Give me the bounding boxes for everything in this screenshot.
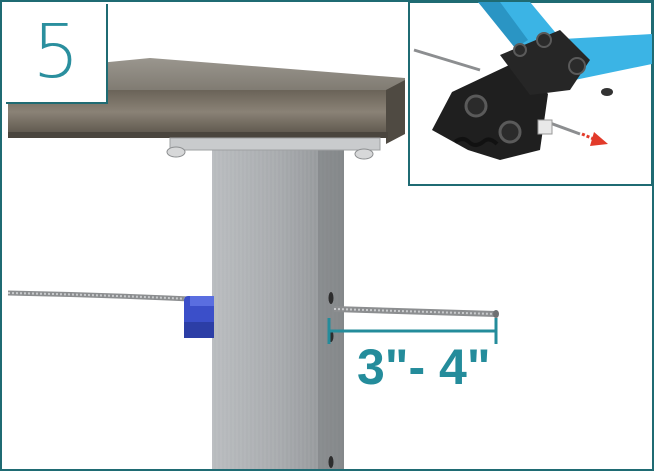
cable-clip [184, 296, 214, 338]
post-hole [328, 292, 334, 304]
post-hole [328, 456, 334, 468]
post [212, 140, 344, 471]
crimper-jaws-icon [432, 30, 613, 160]
step-number: 5 [32, 9, 80, 95]
screw-head [166, 146, 186, 158]
rail-bracket [166, 137, 381, 160]
pull-direction-arrow-icon [581, 132, 608, 146]
crimp-detail-inset [408, 1, 653, 186]
measurement-label: 3"- 4" [357, 339, 491, 395]
cable-left [7, 290, 213, 303]
step-number-box: 5 [6, 4, 108, 104]
cable-right [333, 306, 499, 318]
dimension-line [327, 318, 498, 344]
screw-head [354, 148, 374, 160]
